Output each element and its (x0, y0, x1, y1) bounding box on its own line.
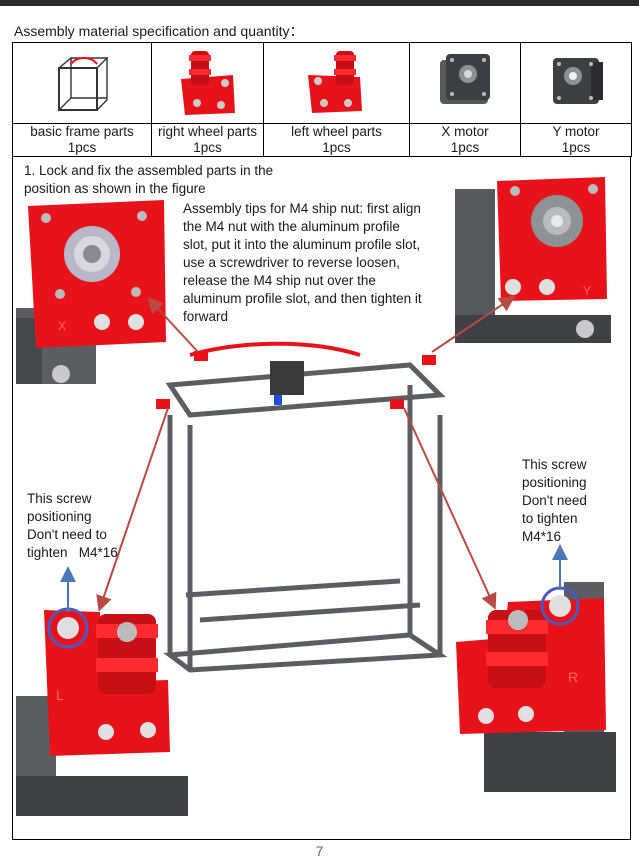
step-frame (12, 157, 631, 840)
right-wheel-plate-icon (180, 50, 235, 115)
y-motor-icon (553, 57, 603, 104)
plate-letter-x: X (58, 319, 66, 333)
plate-letter-l: L (56, 687, 64, 703)
frame-cell (12, 42, 152, 124)
note-left: This screw positioning Don't need to tig… (27, 491, 118, 560)
x-plate-closeup: X (16, 200, 166, 384)
top-border (0, 0, 639, 6)
x-motor-cell (409, 42, 521, 124)
left-wheel-plate-icon (307, 50, 362, 113)
assembly-tips: Assembly tips for M4 ship nut: first ali… (183, 201, 422, 324)
note-right: This screw positioning Don't need to tig… (522, 457, 587, 544)
arrow-to-r-plate (403, 407, 497, 610)
left-wheel-cell (263, 42, 410, 124)
arrow-to-x-plate (147, 297, 199, 353)
y-motor-cell (520, 42, 632, 124)
x-motor-icon (440, 53, 490, 104)
l-plate-closeup: L (16, 607, 188, 816)
arrow-to-y-plate (431, 295, 516, 353)
r-plate-closeup: R (456, 582, 616, 792)
right-wheel-cell (151, 42, 264, 124)
plate-letter-r: R (568, 669, 578, 685)
arrow-to-l-plate (96, 407, 169, 612)
spec-title: Assembly material specification and quan… (14, 23, 304, 39)
frame-cube-icon (58, 56, 109, 111)
step-instruction: 1. Lock and fix the assembled parts in t… (24, 163, 274, 196)
y-plate-closeup: Y (455, 177, 611, 343)
printer-frame (156, 341, 448, 673)
page-number: 7 (315, 843, 324, 859)
plate-letter-y: Y (583, 284, 591, 298)
